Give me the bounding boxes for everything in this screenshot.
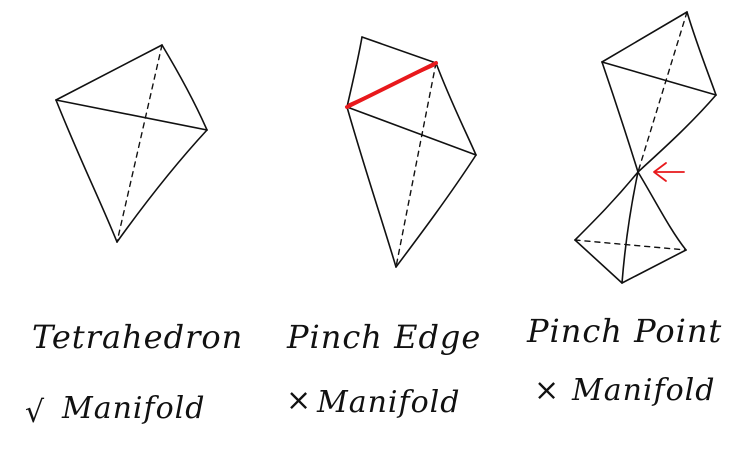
pinch-edge-figure xyxy=(345,36,477,268)
tetrahedron-figure xyxy=(55,44,208,243)
tetrahedron-title: Tetrahedron xyxy=(32,318,243,356)
red-arrow-icon xyxy=(653,162,685,182)
pinch-point-figure xyxy=(574,11,717,284)
pinch-point-status: Manifold xyxy=(571,373,715,408)
pinch-edge-status-mark: × xyxy=(286,383,312,418)
pinch-edge-title: Pinch Edge xyxy=(286,318,481,356)
tetrahedron-status-mark: √ xyxy=(25,395,45,430)
pinch-point-status-mark: × xyxy=(534,373,560,408)
pinch-edge-status: Manifold xyxy=(316,385,460,420)
pinch-point-title: Pinch Point xyxy=(526,312,722,350)
tetrahedron-status: Manifold xyxy=(61,391,205,426)
